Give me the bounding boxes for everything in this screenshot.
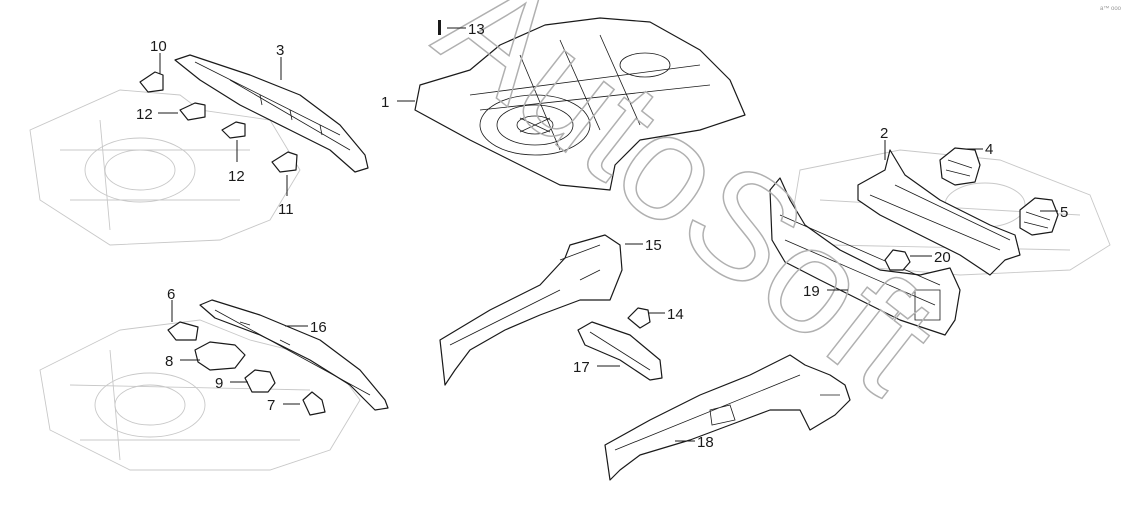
part-15-side-member	[439, 234, 623, 386]
callout-12b: 12	[228, 168, 245, 185]
callout-2: 2	[880, 125, 888, 142]
part-7-bracket	[302, 391, 326, 416]
callout-6: 6	[167, 286, 175, 303]
leader-lines	[158, 27, 1058, 442]
callout-9: 9	[215, 375, 223, 392]
callout-labels: 1 2 3 4 5 6 7 8 9 10 11 12 12 13 14 15 1…	[136, 21, 1068, 451]
part-11-bracket	[271, 151, 298, 173]
corner-mark: a™ ooo	[1100, 5, 1122, 12]
callout-13: 13	[468, 21, 485, 38]
part-13-clip	[438, 20, 441, 35]
part-12b-bracket	[221, 121, 246, 139]
part-18-side-member	[604, 354, 851, 481]
callout-18: 18	[697, 434, 714, 451]
callout-8: 8	[165, 353, 173, 370]
part-1-rear-floor-panel	[414, 17, 746, 191]
part-5-reinforcement	[1019, 197, 1059, 236]
part-4-reinforcement	[939, 147, 981, 186]
part-10-bracket	[139, 71, 164, 93]
part-8-plate	[194, 341, 246, 371]
callout-3: 3	[276, 42, 284, 59]
callout-5: 5	[1060, 204, 1068, 221]
callout-12a: 12	[136, 106, 153, 123]
callout-19: 19	[803, 283, 820, 300]
part-9-plate	[244, 369, 276, 393]
callout-15: 15	[645, 237, 662, 254]
callout-17: 17	[573, 359, 590, 376]
part-19-rear-panel	[769, 177, 961, 336]
part-20-bracket	[884, 249, 911, 271]
part-14-bracket	[627, 307, 651, 329]
callout-10: 10	[150, 38, 167, 55]
callout-14: 14	[667, 306, 684, 323]
part-12a-bracket	[179, 102, 206, 121]
part-2-crossmember	[857, 149, 1021, 276]
callout-11: 11	[278, 201, 294, 218]
part-17-reinforcement	[577, 321, 663, 381]
callout-16: 16	[310, 319, 327, 336]
ghost-floor-top-left	[29, 89, 301, 246]
part-6-bracket	[167, 321, 199, 341]
callout-7: 7	[267, 397, 275, 414]
callout-20: 20	[934, 249, 951, 266]
callout-1: 1	[381, 94, 389, 111]
part-16-sill	[199, 299, 389, 411]
part-3-crossmember	[174, 54, 369, 173]
callout-4: 4	[985, 141, 993, 158]
